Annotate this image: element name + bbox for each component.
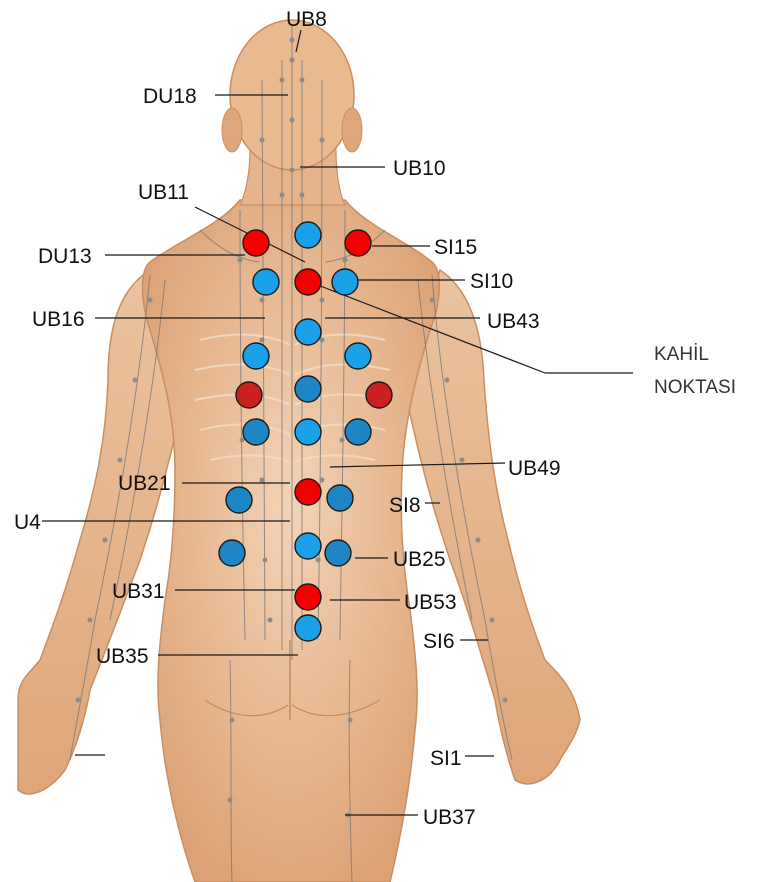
marker-m18 [327, 485, 353, 511]
label-SI10: SI10 [470, 270, 513, 293]
right-arm [405, 270, 580, 784]
marker-m5 [295, 269, 321, 295]
label-UB16: UB16 [32, 308, 85, 331]
marker-m9 [345, 343, 371, 369]
label-UB53: UB53 [404, 591, 457, 614]
body-silhouette [18, 20, 580, 882]
marker-m2 [295, 222, 321, 248]
marker-m15 [345, 419, 371, 445]
label-U4: U4 [14, 511, 41, 534]
label-UB43: UB43 [487, 310, 540, 333]
label-UB35: UB35 [96, 645, 149, 668]
marker-m19 [219, 540, 245, 566]
label-UB37: UB37 [423, 806, 476, 829]
marker-m10 [236, 382, 262, 408]
marker-m21 [325, 540, 351, 566]
marker-m4 [253, 269, 279, 295]
torso [143, 200, 440, 882]
marker-m20 [295, 533, 321, 559]
label-SI8: SI8 [389, 494, 421, 517]
right-ear [342, 108, 362, 152]
marker-m8 [243, 343, 269, 369]
marker-m12 [366, 382, 392, 408]
left-ear [222, 108, 242, 152]
marker-m7 [295, 319, 321, 345]
marker-m23 [295, 615, 321, 641]
marker-m3 [345, 230, 371, 256]
label-UB49: UB49 [508, 457, 561, 480]
label-SI1: SI1 [430, 747, 462, 770]
marker-m6 [332, 269, 358, 295]
label-kahil-line2: NOKTASI [654, 377, 736, 398]
marker-m16 [226, 487, 252, 513]
label-UB21: UB21 [118, 472, 171, 495]
marker-m11 [295, 376, 321, 402]
label-SI15: SI15 [434, 236, 477, 259]
label-DU13: DU13 [38, 245, 92, 268]
marker-m1 [243, 230, 269, 256]
marker-m17 [295, 479, 321, 505]
marker-m13 [243, 419, 269, 445]
label-UB8: UB8 [286, 8, 327, 31]
label-SI6: SI6 [423, 630, 455, 653]
label-DU18: DU18 [143, 85, 197, 108]
marker-m22 [295, 584, 321, 610]
label-kahil-line1: KAHİL [654, 344, 709, 365]
marker-m14 [295, 419, 321, 445]
label-UB25: UB25 [393, 548, 446, 571]
label-UB31: UB31 [112, 580, 165, 603]
label-UB11: UB11 [138, 181, 189, 204]
label-UB10: UB10 [393, 157, 446, 180]
